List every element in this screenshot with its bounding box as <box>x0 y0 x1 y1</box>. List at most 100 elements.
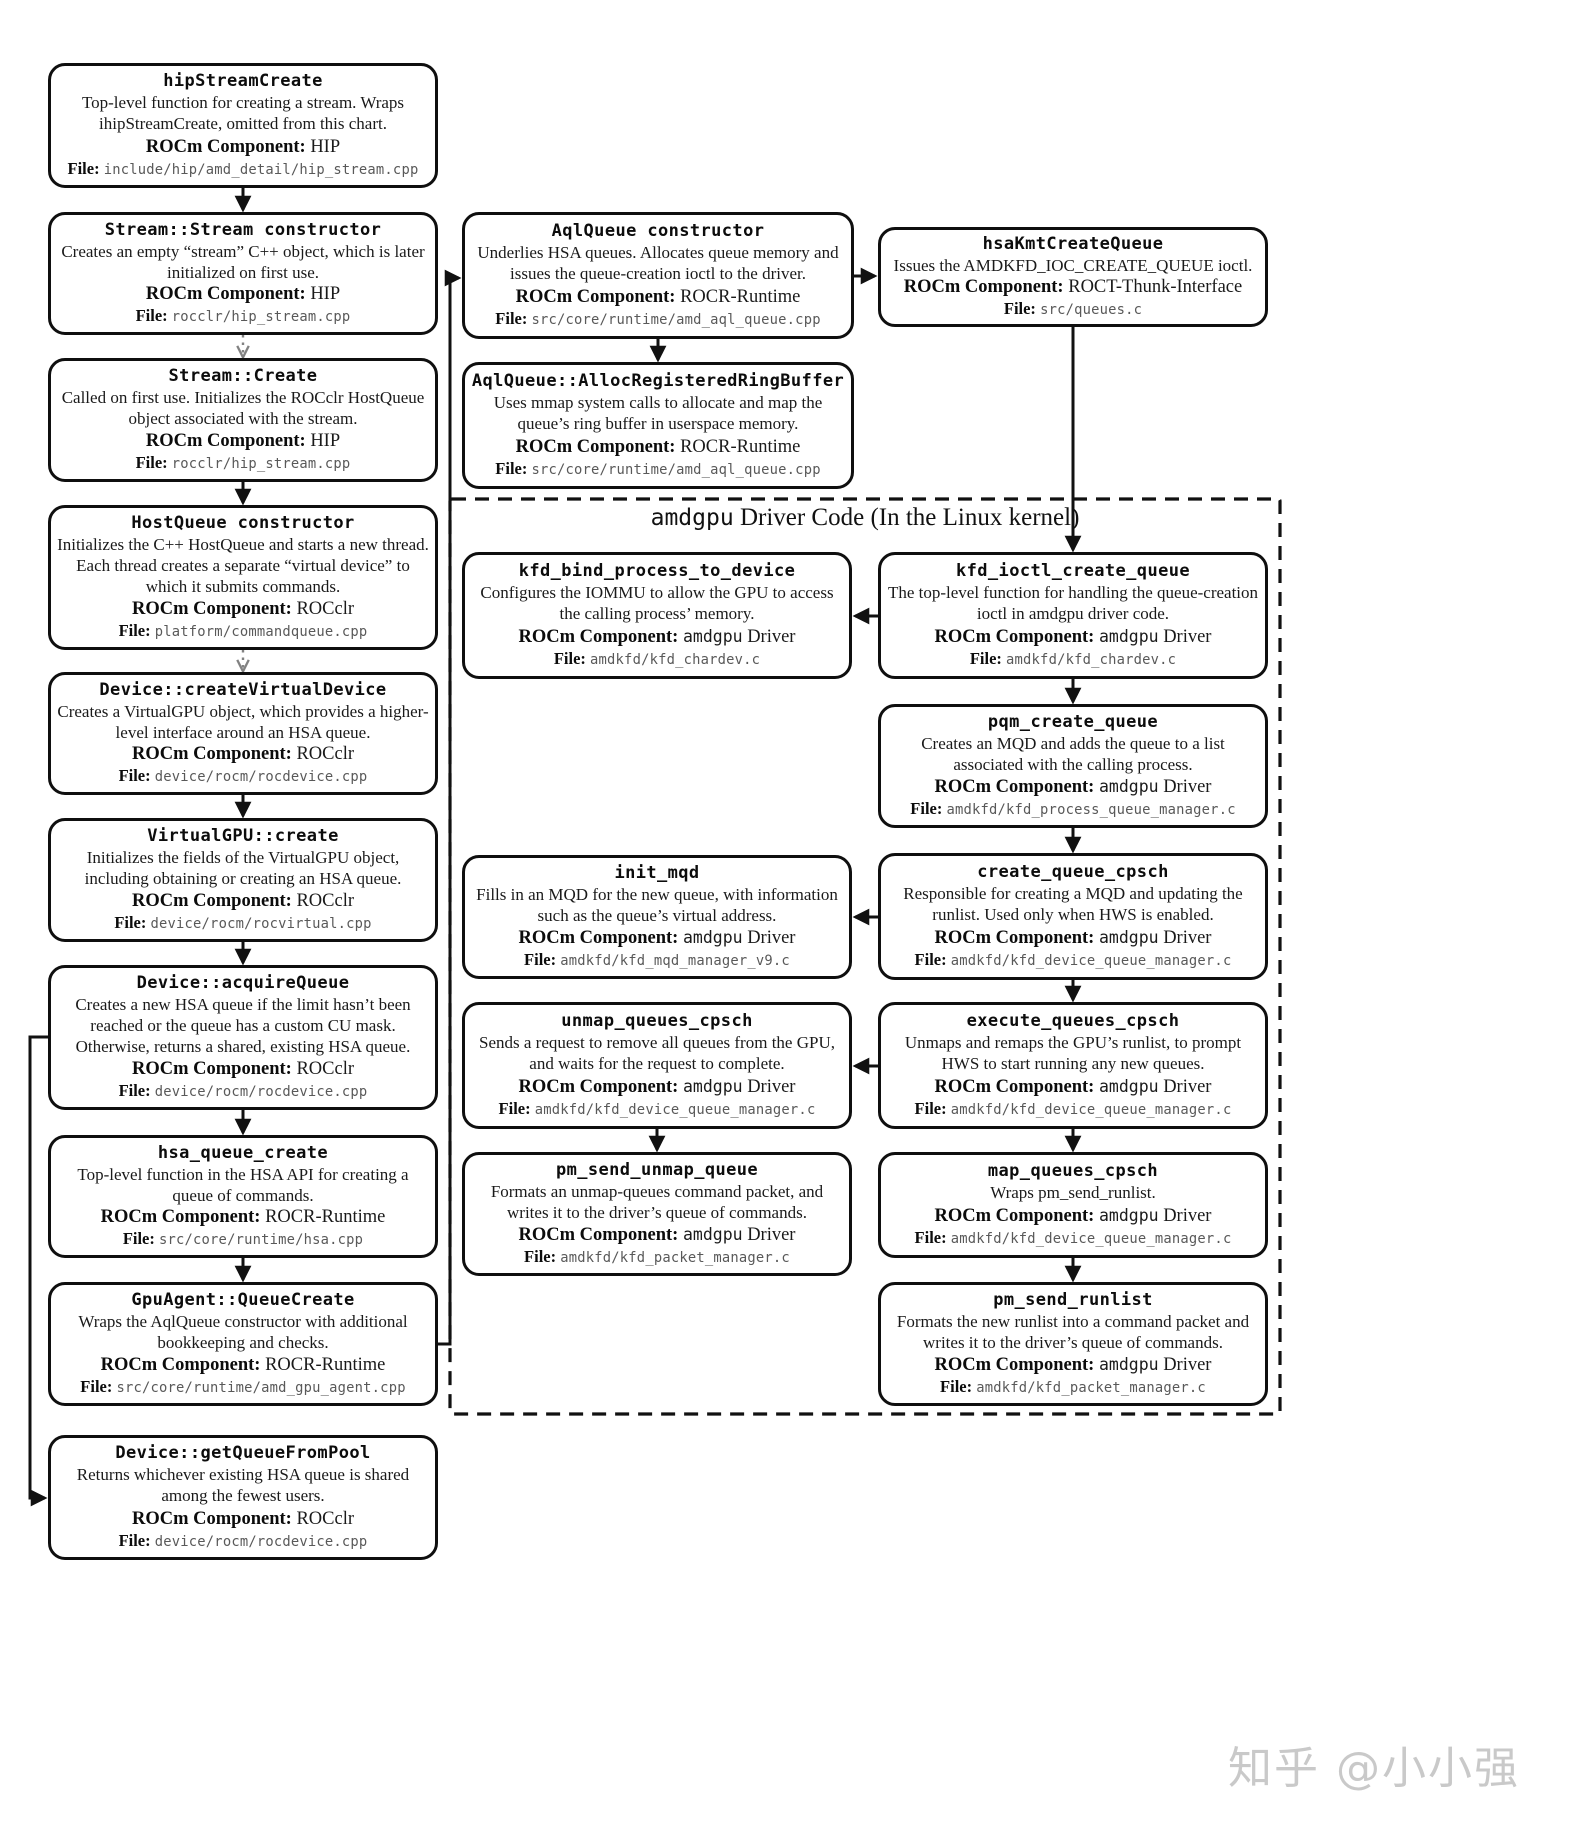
file-path: device/rocm/rocdevice.cpp <box>154 769 368 786</box>
node-file-line: File: device/rocm/rocvirtual.cpp <box>114 913 371 934</box>
node-streamCreate: Stream::Create Called on first use. Init… <box>48 358 438 482</box>
component-mono-value: amdgpu <box>1098 1205 1159 1225</box>
node-component-line: ROCm Component: amdgpu Driver <box>519 1076 796 1098</box>
file-label: File: <box>114 913 147 932</box>
node-component-line: ROCm Component: amdgpu Driver <box>935 1076 1212 1098</box>
node-component-line: ROCm Component: ROCR-Runtime <box>516 436 801 458</box>
node-hipStreamCreate: hipStreamCreate Top-level function for c… <box>48 63 438 188</box>
node-file-line: File: amdkfd/kfd_chardev.c <box>970 649 1176 670</box>
component-value: Driver <box>1158 1355 1212 1375</box>
node-component-line: ROCm Component: ROCR-Runtime <box>516 286 801 308</box>
node-file-line: File: src/core/runtime/amd_gpu_agent.cpp <box>80 1377 405 1398</box>
node-description: Top-level function for creating a stream… <box>81 93 405 134</box>
node-component-line: ROCm Component: amdgpu Driver <box>935 626 1212 648</box>
node-hsaKmtCreateQueue: hsaKmtCreateQueue Issues the AMDKFD_IOC_… <box>878 227 1268 327</box>
node-pqmCreateQueue: pqm_create_queue Creates an MQD and adds… <box>878 704 1268 828</box>
component-value: ROCR-Runtime <box>265 1355 386 1375</box>
component-value: Driver <box>1158 777 1212 797</box>
node-gpuAgentQueueCreate: GpuAgent::QueueCreate Wraps the AqlQueue… <box>48 1282 438 1406</box>
component-label: ROCm Component: <box>934 626 1095 647</box>
node-description: Sends a request to remove all queues fro… <box>479 1033 835 1074</box>
node-title: Stream::Create <box>168 366 318 386</box>
file-path: src/core/runtime/hsa.cpp <box>159 1232 364 1249</box>
node-title: kfd_ioctl_create_queue <box>956 560 1190 581</box>
node-createQueueCpsch: create_queue_cpsch Responsible for creat… <box>878 853 1268 980</box>
component-label: ROCm Component: <box>518 928 679 948</box>
node-title: map_queues_cpsch <box>987 1160 1159 1181</box>
node-title: Device::getQueueFromPool <box>115 1443 371 1464</box>
node-description: Creates an MQD and adds the queue to a l… <box>921 734 1225 774</box>
node-file-line: File: src/core/runtime/amd_aql_queue.cpp <box>495 309 820 330</box>
node-file-line: File: rocclr/hip_stream.cpp <box>136 306 351 327</box>
node-mapQueuesCpsch: map_queues_cpsch Wraps pm_send_runlist. … <box>878 1152 1268 1258</box>
file-path: amdkfd/kfd_device_queue_manager.c <box>950 1231 1232 1248</box>
file-label: File: <box>67 158 100 178</box>
node-title: hsaKmtCreateQueue <box>982 234 1164 255</box>
node-title: init_mqd <box>614 863 700 883</box>
node-component-line: ROCm Component: ROCR-Runtime <box>101 1206 386 1228</box>
node-component-line: ROCm Component: amdgpu Driver <box>935 776 1212 798</box>
file-path: src/core/runtime/amd_gpu_agent.cpp <box>116 1380 406 1396</box>
component-mono-value: amdgpu <box>682 626 743 646</box>
file-path: amdkfd/kfd_packet_manager.c <box>976 1380 1206 1396</box>
node-title: hipStreamCreate <box>163 71 323 92</box>
zhihu-watermark: 知乎 @小小强 <box>1228 1743 1520 1794</box>
node-streamCtor: Stream::Stream constructor Creates an em… <box>48 212 438 335</box>
node-description: Initializes the C++ HostQueue and starts… <box>57 535 429 596</box>
component-value: ROCclr <box>296 891 354 911</box>
component-value: Driver <box>742 1076 796 1097</box>
component-label: ROCm Component: <box>515 436 676 457</box>
component-label: ROCm Component: <box>145 284 306 305</box>
component-mono-value: amdgpu <box>1098 1076 1159 1096</box>
node-title: pm_send_runlist <box>993 1290 1153 1310</box>
component-value: ROCR-Runtime <box>680 286 801 307</box>
component-label: ROCm Component: <box>934 1355 1095 1375</box>
node-description: Creates an empty “stream” C++ object, wh… <box>61 241 425 282</box>
file-label: File: <box>524 950 557 969</box>
node-title: kfd_bind_process_to_device <box>518 560 796 581</box>
node-description: Uses mmap system calls to allocate and m… <box>493 393 823 434</box>
file-path: include/hip/amd_detail/hip_stream.cpp <box>103 161 419 178</box>
node-component-line: ROCm Component: HIP <box>146 430 340 452</box>
component-mono-value: amdgpu <box>1098 927 1159 947</box>
node-component-line: ROCm Component: amdgpu Driver <box>935 1354 1212 1376</box>
file-path: rocclr/hip_stream.cpp <box>171 309 351 326</box>
node-title: hsa_queue_create <box>157 1142 329 1163</box>
node-title: AqlQueue constructor <box>551 220 765 241</box>
component-label: ROCm Component: <box>131 744 292 765</box>
node-kfdIoctl: kfd_ioctl_create_queue The top-level fun… <box>878 552 1268 679</box>
file-label: File: <box>118 1081 151 1100</box>
node-file-line: File: amdkfd/kfd_packet_manager.c <box>940 1377 1206 1398</box>
node-description: Returns whichever existing HSA queue is … <box>76 1465 410 1506</box>
node-file-line: File: amdkfd/kfd_mqd_manager_v9.c <box>524 950 790 971</box>
file-label: File: <box>969 649 1002 669</box>
component-label: ROCm Component: <box>145 136 306 157</box>
node-description: Configures the IOMMU to allow the GPU to… <box>480 583 834 624</box>
node-component-line: ROCm Component: HIP <box>146 136 340 158</box>
component-label: ROCm Component: <box>934 1076 1095 1097</box>
file-path: rocclr/hip_stream.cpp <box>171 456 351 472</box>
file-path: device/rocm/rocdevice.cpp <box>154 1084 368 1100</box>
node-component-line: ROCm Component: ROCR-Runtime <box>101 1354 386 1376</box>
file-label: File: <box>495 309 528 329</box>
component-value: ROCR-Runtime <box>680 436 801 457</box>
node-description: Issues the AMDKFD_IOC_CREATE_QUEUE ioctl… <box>893 255 1253 275</box>
file-label: File: <box>914 1228 947 1248</box>
node-component-line: ROCm Component: ROCT-Thunk-Interface <box>904 276 1242 298</box>
node-file-line: File: src/core/runtime/hsa.cpp <box>123 1229 363 1250</box>
node-acquireQueue: Device::acquireQueue Creates a new HSA q… <box>48 965 438 1110</box>
component-value: ROCclr <box>296 1508 354 1529</box>
node-file-line: File: amdkfd/kfd_device_queue_manager.c <box>915 1099 1232 1120</box>
node-description: Initializes the fields of the VirtualGPU… <box>84 848 402 888</box>
component-mono-value: amdgpu <box>1098 777 1159 796</box>
node-file-line: File: device/rocm/rocdevice.cpp <box>119 1081 368 1102</box>
component-label: ROCm Component: <box>131 1508 292 1529</box>
component-value: ROCR-Runtime <box>265 1207 386 1228</box>
node-file-line: File: amdkfd/kfd_chardev.c <box>554 649 760 670</box>
file-label: File: <box>914 1099 947 1119</box>
component-label: ROCm Component: <box>934 1205 1095 1226</box>
node-component-line: ROCm Component: amdgpu Driver <box>519 927 796 949</box>
component-label: ROCm Component: <box>934 927 1095 948</box>
component-label: ROCm Component: <box>903 277 1064 298</box>
